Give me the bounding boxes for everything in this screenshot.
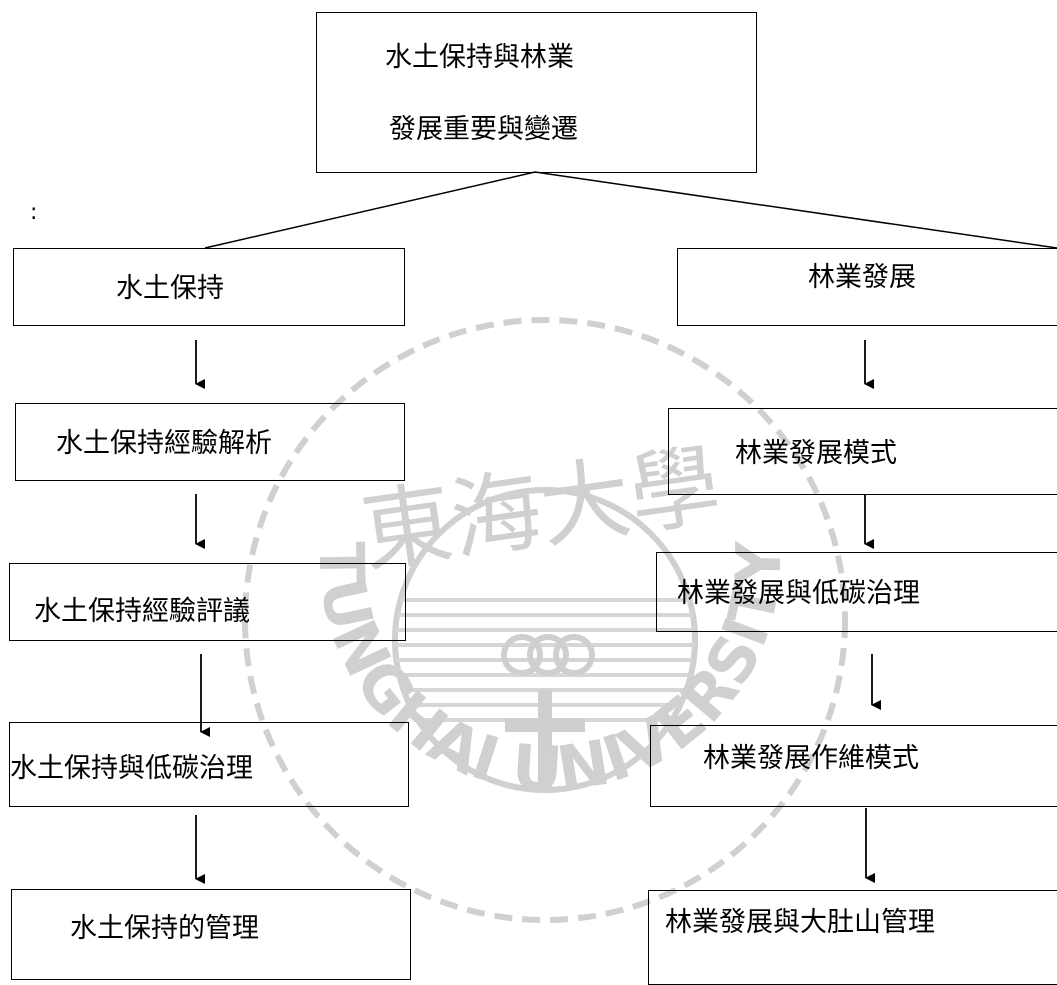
right-node-1: 林業發展	[677, 248, 1057, 326]
left-node-2-label: 水土保持經驗解析	[56, 428, 272, 459]
root-line-1: 水土保持與林業	[385, 42, 574, 73]
left-node-1-label: 水土保持	[116, 273, 224, 304]
right-node-5-label: 林業發展與大肚山管理	[665, 907, 935, 938]
left-node-1: 水土保持	[13, 248, 405, 326]
left-node-5-label: 水土保持的管理	[70, 913, 259, 944]
root-node: 水土保持與林業 發展重要與變遷	[316, 12, 757, 173]
right-node-3: 林業發展與低碳治理	[656, 552, 1057, 632]
right-node-4: 林業發展作維模式	[650, 725, 1057, 807]
left-node-5: 水土保持的管理	[11, 889, 411, 980]
root-line-2: 發展重要與變遷	[389, 114, 578, 145]
left-node-4-label: 水土保持與低碳治理	[10, 753, 253, 784]
stray-colon: :	[30, 200, 38, 225]
left-node-4: 水土保持與低碳治理	[9, 722, 409, 807]
left-node-3: 水土保持經驗評議	[9, 563, 406, 641]
left-node-2: 水土保持經驗解析	[15, 403, 405, 481]
right-node-1-label: 林業發展	[808, 262, 916, 293]
root-to-left-line	[204, 171, 536, 249]
left-node-3-label: 水土保持經驗評議	[34, 596, 250, 627]
right-node-2-label: 林業發展模式	[735, 438, 897, 469]
root-to-right-line	[534, 171, 1057, 249]
right-node-3-label: 林業發展與低碳治理	[677, 578, 920, 609]
right-node-2: 林業發展模式	[668, 408, 1057, 495]
right-node-4-label: 林業發展作維模式	[703, 743, 919, 774]
right-node-5: 林業發展與大肚山管理	[648, 890, 1057, 985]
